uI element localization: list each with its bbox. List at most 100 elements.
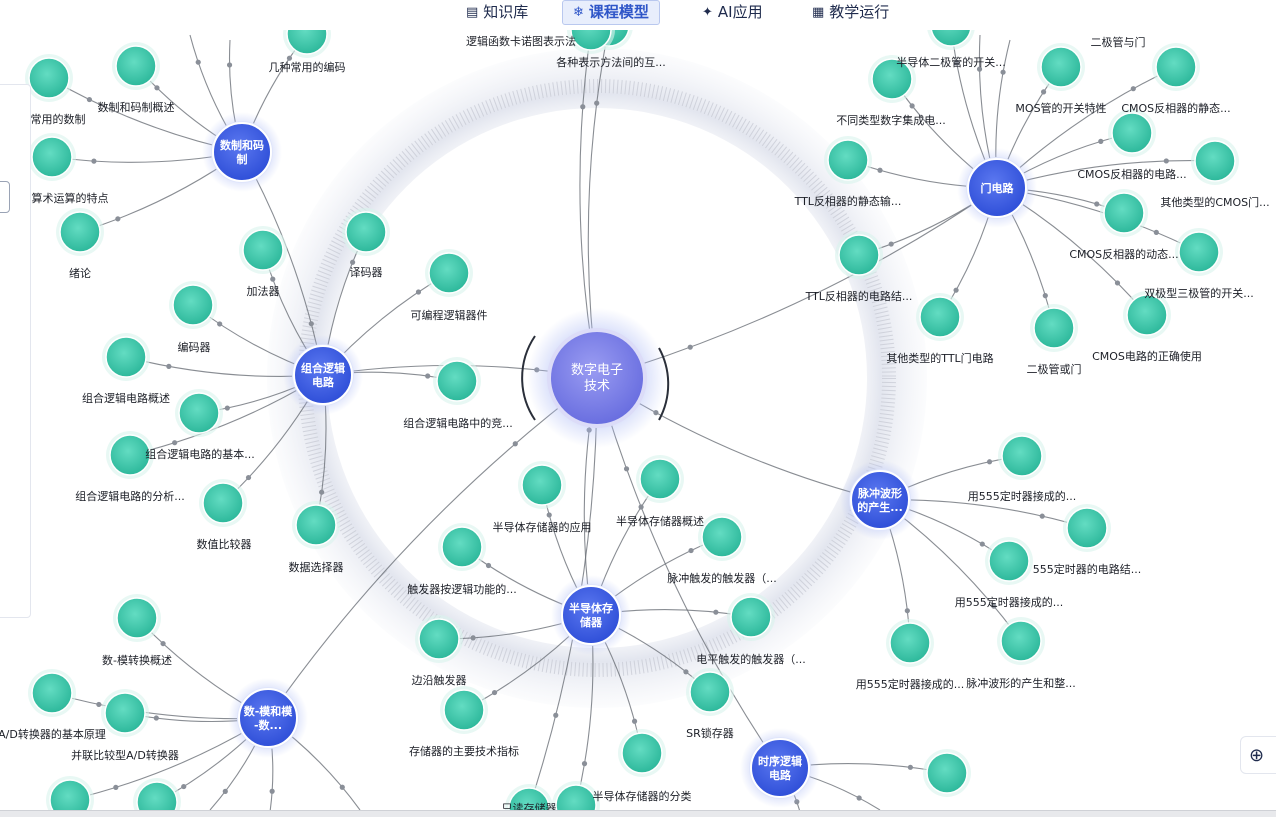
edge-end-dot xyxy=(217,321,223,327)
edge-end-dot xyxy=(195,59,201,65)
leaf-node[interactable] xyxy=(926,752,968,794)
edge-end-dot xyxy=(1000,69,1006,75)
leaf-node[interactable] xyxy=(508,787,550,810)
graph-nodes xyxy=(25,30,1239,810)
leaf-node[interactable] xyxy=(345,211,387,253)
leaf-node[interactable] xyxy=(428,252,470,294)
leaf-node[interactable] xyxy=(730,596,772,638)
leaf-node[interactable] xyxy=(49,779,91,810)
leaf-node[interactable] xyxy=(919,296,961,338)
leaf-node[interactable] xyxy=(115,45,157,87)
leaf-label: TTL反相器的电路结... xyxy=(805,289,913,303)
leaf-node[interactable] xyxy=(570,30,612,51)
leaf-node[interactable] xyxy=(172,284,214,326)
leaf-node[interactable] xyxy=(109,434,151,476)
leaf-node[interactable] xyxy=(521,464,563,506)
leaf-node[interactable] xyxy=(31,672,73,714)
hub-node[interactable] xyxy=(212,122,272,182)
edge-end-dot xyxy=(485,562,492,569)
leaf-node[interactable] xyxy=(116,597,158,639)
leaf-label: 可编程逻辑器件 xyxy=(411,308,488,322)
leaf-node[interactable] xyxy=(1178,231,1220,273)
hub-label: 数制和码制 xyxy=(220,138,264,166)
edge-end-dot xyxy=(172,440,178,446)
edge-end-dot xyxy=(96,701,102,708)
leaf-node[interactable] xyxy=(202,482,244,524)
side-panel[interactable] xyxy=(0,84,31,618)
leaf-label: 组合逻辑电路中的竞... xyxy=(403,416,513,430)
leaf-node[interactable] xyxy=(1155,46,1197,88)
leaf-node[interactable] xyxy=(178,392,220,434)
hub-node[interactable] xyxy=(967,158,1027,218)
leaf-node[interactable] xyxy=(1066,507,1108,549)
leaf-node[interactable] xyxy=(443,689,485,731)
leaf-node[interactable] xyxy=(827,139,869,181)
leaf-node[interactable] xyxy=(441,526,483,568)
leaf-label: 数据选择器 xyxy=(289,560,344,574)
leaf-node[interactable] xyxy=(889,622,931,664)
leaf-node[interactable] xyxy=(31,136,73,178)
horizontal-scrollbar[interactable] xyxy=(0,810,1276,817)
leaf-node[interactable] xyxy=(295,504,337,546)
leaf-node[interactable] xyxy=(418,618,460,660)
leaf-node[interactable] xyxy=(1103,192,1145,234)
hub-node[interactable] xyxy=(850,470,910,530)
leaf-node[interactable] xyxy=(988,540,1030,582)
leaf-node[interactable] xyxy=(59,211,101,253)
hub-node[interactable] xyxy=(750,738,810,798)
leaf-label: 触发器按逻辑功能的... xyxy=(407,582,517,596)
leaf-node[interactable] xyxy=(871,58,913,100)
edge-end-dot xyxy=(154,85,160,91)
leaf-node[interactable] xyxy=(838,234,880,276)
leaf-node[interactable] xyxy=(28,57,70,99)
leaf-label: 其他类型的TTL门电路 xyxy=(886,351,993,365)
tab-label: 教学运行 xyxy=(829,3,890,21)
edge-end-dot xyxy=(1163,158,1169,164)
leaf-node[interactable] xyxy=(1194,140,1236,182)
leaf-label: 绪论 xyxy=(69,266,91,280)
leaf-node[interactable] xyxy=(555,784,597,810)
leaf-node[interactable] xyxy=(930,30,972,47)
leaf-node[interactable] xyxy=(621,732,663,774)
tab-ai-application[interactable]: ✦ AI应用 xyxy=(692,0,773,25)
leaf-node[interactable] xyxy=(689,671,731,713)
hub-node[interactable] xyxy=(238,688,298,748)
leaf-label: 数值比较器 xyxy=(197,537,252,551)
edge-end-dot xyxy=(907,764,913,770)
hub-node[interactable] xyxy=(561,585,621,645)
edge-end-dot xyxy=(226,62,233,68)
graph-canvas[interactable]: 数制和码制门电路组合逻辑电路脉冲波形的产生...半导体存储器数-模和模-数...… xyxy=(0,30,1276,810)
tab-knowledge-base[interactable]: ▤ 知识库 xyxy=(456,0,538,25)
leaf-label: 只读存储器 xyxy=(502,801,557,810)
leaf-label: 用555定时器接成的... xyxy=(968,489,1077,503)
zoom-control-button[interactable]: ⊕ xyxy=(1240,736,1276,774)
hub-node[interactable] xyxy=(293,345,353,405)
leaf-node[interactable] xyxy=(1033,307,1075,349)
leaf-label: 半导体二极管的开关... xyxy=(896,55,1006,69)
hub-label: 半导体存储器 xyxy=(569,601,613,629)
hub-label: 数-模和模-数... xyxy=(244,704,294,732)
center-node[interactable] xyxy=(551,332,643,424)
leaf-node[interactable] xyxy=(105,336,147,378)
leaf-label: 二极管或门 xyxy=(1027,362,1082,376)
leaf-node[interactable] xyxy=(242,229,284,271)
knowledge-graph[interactable]: 数制和码制门电路组合逻辑电路脉冲波形的产生...半导体存储器数-模和模-数...… xyxy=(0,30,1276,810)
edge-end-dot xyxy=(953,287,959,293)
edge-end-dot xyxy=(904,608,910,614)
side-panel-toggle[interactable] xyxy=(0,181,10,213)
leaf-node[interactable] xyxy=(701,516,743,558)
leaf-node[interactable] xyxy=(286,30,328,55)
leaf-node[interactable] xyxy=(436,360,478,402)
leaf-node[interactable] xyxy=(639,458,681,500)
edge-end-dot xyxy=(245,474,252,481)
leaf-node[interactable] xyxy=(104,692,146,734)
tab-course-model[interactable]: ❄ 课程模型 xyxy=(562,0,660,25)
tab-teaching-operation[interactable]: ▦ 教学运行 xyxy=(802,0,899,25)
leaf-node[interactable] xyxy=(136,781,178,810)
leaf-node[interactable] xyxy=(1001,435,1043,477)
leaf-node[interactable] xyxy=(1111,112,1153,154)
leaf-node[interactable] xyxy=(1000,620,1042,662)
leaf-label: 其他类型的CMOS门... xyxy=(1160,195,1269,209)
leaf-node[interactable] xyxy=(1040,46,1082,88)
leaf-node[interactable] xyxy=(1126,294,1168,336)
